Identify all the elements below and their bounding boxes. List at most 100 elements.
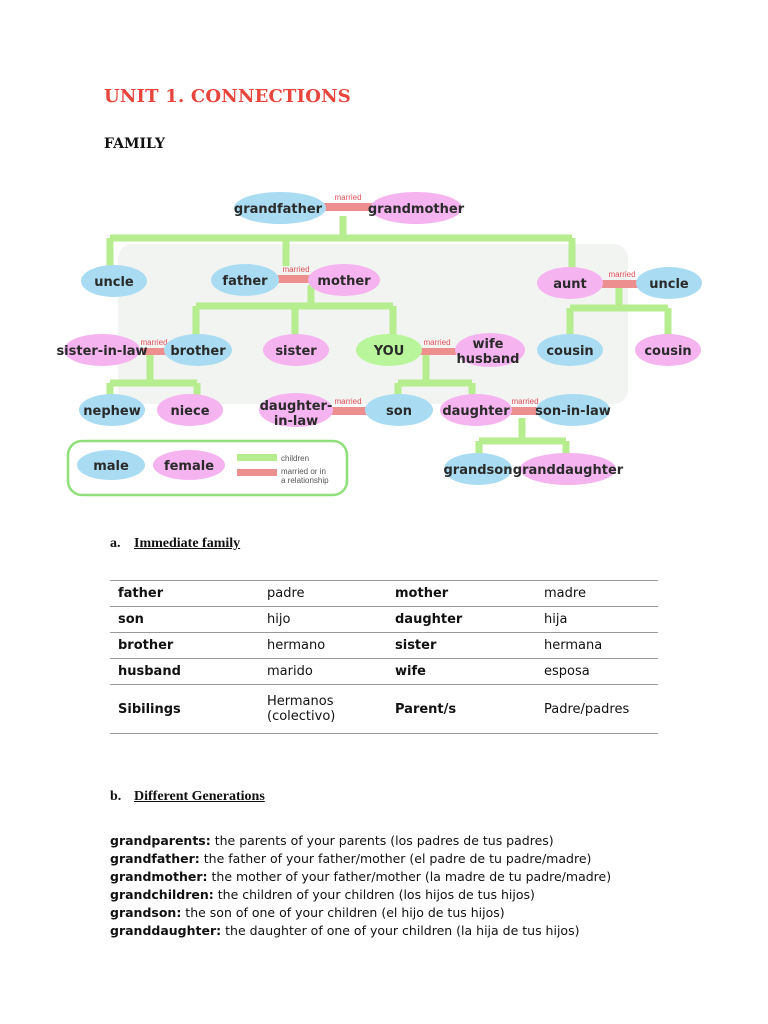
node-brother: brother (164, 334, 232, 366)
generations-heading: b.Different Generations (110, 789, 265, 805)
table-cell: hermano (259, 632, 387, 659)
term: grandfather: (110, 851, 200, 866)
table-row: husband marido wife esposa (110, 658, 658, 685)
node-grandfather: grandfather (234, 192, 326, 224)
table-cell: daughter (387, 606, 536, 633)
table-row: Sibilings Hermanos (colectivo) Parent/s … (110, 684, 658, 734)
node-father: father (211, 264, 279, 296)
svg-text:cousin: cousin (546, 344, 593, 359)
married-label: married (334, 397, 361, 406)
svg-text:uncle: uncle (94, 275, 134, 290)
table-cell: madre (536, 580, 658, 607)
unit-title: UNIT 1. CONNECTIONS (104, 86, 351, 107)
table-cell: Padre/padres (536, 684, 658, 734)
table-cell: esposa (536, 658, 658, 685)
married-label: married (423, 338, 450, 347)
legend-married-line (237, 469, 277, 476)
table-cell: husband (110, 658, 259, 685)
node-granddaughter: granddaughter (513, 453, 624, 485)
svg-text:grandmother: grandmother (368, 202, 465, 217)
section-label: a. (110, 536, 121, 551)
svg-text:aunt: aunt (553, 277, 587, 292)
generations-list: grandparents: the parents of your parent… (110, 832, 750, 940)
svg-text:daughter: daughter (442, 404, 510, 419)
legend-male: male (93, 459, 129, 474)
svg-text:sister: sister (275, 344, 317, 359)
definition: the daughter of one of your children (la… (221, 923, 580, 938)
node-wife-husband: wife husband (455, 333, 525, 367)
table-cell: Hermanos (colectivo) (259, 684, 387, 734)
node-you: YOU (356, 334, 422, 366)
node-son: son (365, 394, 433, 426)
legend-female-swatch (153, 450, 225, 480)
node-grandmother: grandmother (368, 192, 465, 224)
table-cell: father (110, 580, 259, 607)
node-sister: sister (263, 334, 329, 366)
legend-female: female (164, 459, 214, 474)
table-cell: marido (259, 658, 387, 685)
legend-children: children (281, 454, 309, 463)
list-item: grandfather: the father of your father/m… (110, 850, 750, 868)
svg-text:brother: brother (170, 344, 226, 359)
table-cell: sister (387, 632, 536, 659)
section-title: FAMILY (104, 136, 165, 152)
table-cell: padre (259, 580, 387, 607)
svg-text:sister-in-law: sister-in-law (56, 344, 147, 359)
node-son-in-law: son-in-law (535, 394, 611, 426)
table-row: son hijo daughter hija (110, 606, 658, 633)
term: grandparents: (110, 833, 211, 848)
svg-text:granddaughter: granddaughter (513, 463, 624, 478)
list-item: grandchildren: the children of your chil… (110, 886, 750, 904)
svg-text:YOU: YOU (373, 344, 405, 359)
married-label: married (608, 270, 635, 279)
node-cousin-2: cousin (635, 334, 701, 366)
table-cell: hermana (536, 632, 658, 659)
term: grandchildren: (110, 887, 214, 902)
svg-text:father: father (222, 274, 268, 289)
list-item: grandson: the son of one of your childre… (110, 904, 750, 922)
node-mother: mother (308, 264, 380, 296)
node-nephew: nephew (79, 394, 145, 426)
svg-text:wife: wife (473, 337, 504, 352)
svg-text:mother: mother (317, 274, 371, 289)
definition: the children of your children (los hijos… (213, 887, 535, 902)
svg-text:daughter-: daughter- (260, 399, 333, 414)
node-niece: niece (157, 394, 223, 426)
term: grandmother: (110, 869, 208, 884)
node-cousin: cousin (537, 334, 603, 366)
svg-text:nephew: nephew (83, 404, 140, 419)
term: grandson: (110, 905, 182, 920)
married-label: married (334, 193, 361, 202)
svg-text:in-law: in-law (274, 414, 318, 429)
table-cell: wife (387, 658, 536, 685)
svg-text:cousin: cousin (644, 344, 691, 359)
node-daughter-in-law: daughter- in-law (259, 393, 333, 429)
svg-text:husband: husband (457, 352, 520, 367)
section-label: b. (110, 789, 122, 804)
term: granddaughter: (110, 923, 222, 938)
family-tree-diagram: married married married married married … (56, 182, 704, 500)
svg-text:son: son (386, 404, 412, 419)
legend-married: married or in (281, 467, 326, 476)
table-cell: brother (110, 632, 259, 659)
list-item: grandmother: the mother of your father/m… (110, 868, 750, 886)
definition: the mother of your father/mother (la mad… (207, 869, 612, 884)
section-heading-text: Immediate family (134, 536, 241, 551)
table-cell: Parent/s (387, 684, 536, 734)
svg-text:grandfather: grandfather (234, 202, 323, 217)
table-cell: Sibilings (110, 684, 259, 734)
node-daughter: daughter (440, 394, 512, 426)
definition: the parents of your parents (los padres … (210, 833, 554, 848)
table-cell: mother (387, 580, 536, 607)
married-label: married (140, 338, 167, 347)
node-sister-in-law: sister-in-law (56, 334, 148, 366)
table-row: brother hermano sister hermana (110, 632, 658, 659)
table-row: father padre mother madre (110, 580, 658, 607)
married-label: married (282, 265, 309, 274)
table-cell: hija (536, 606, 658, 633)
legend-children-line (237, 454, 277, 461)
legend-male-swatch (77, 450, 145, 480)
svg-text:niece: niece (170, 404, 209, 419)
svg-text:grandson: grandson (444, 463, 513, 478)
table-cell: hijo (259, 606, 387, 633)
